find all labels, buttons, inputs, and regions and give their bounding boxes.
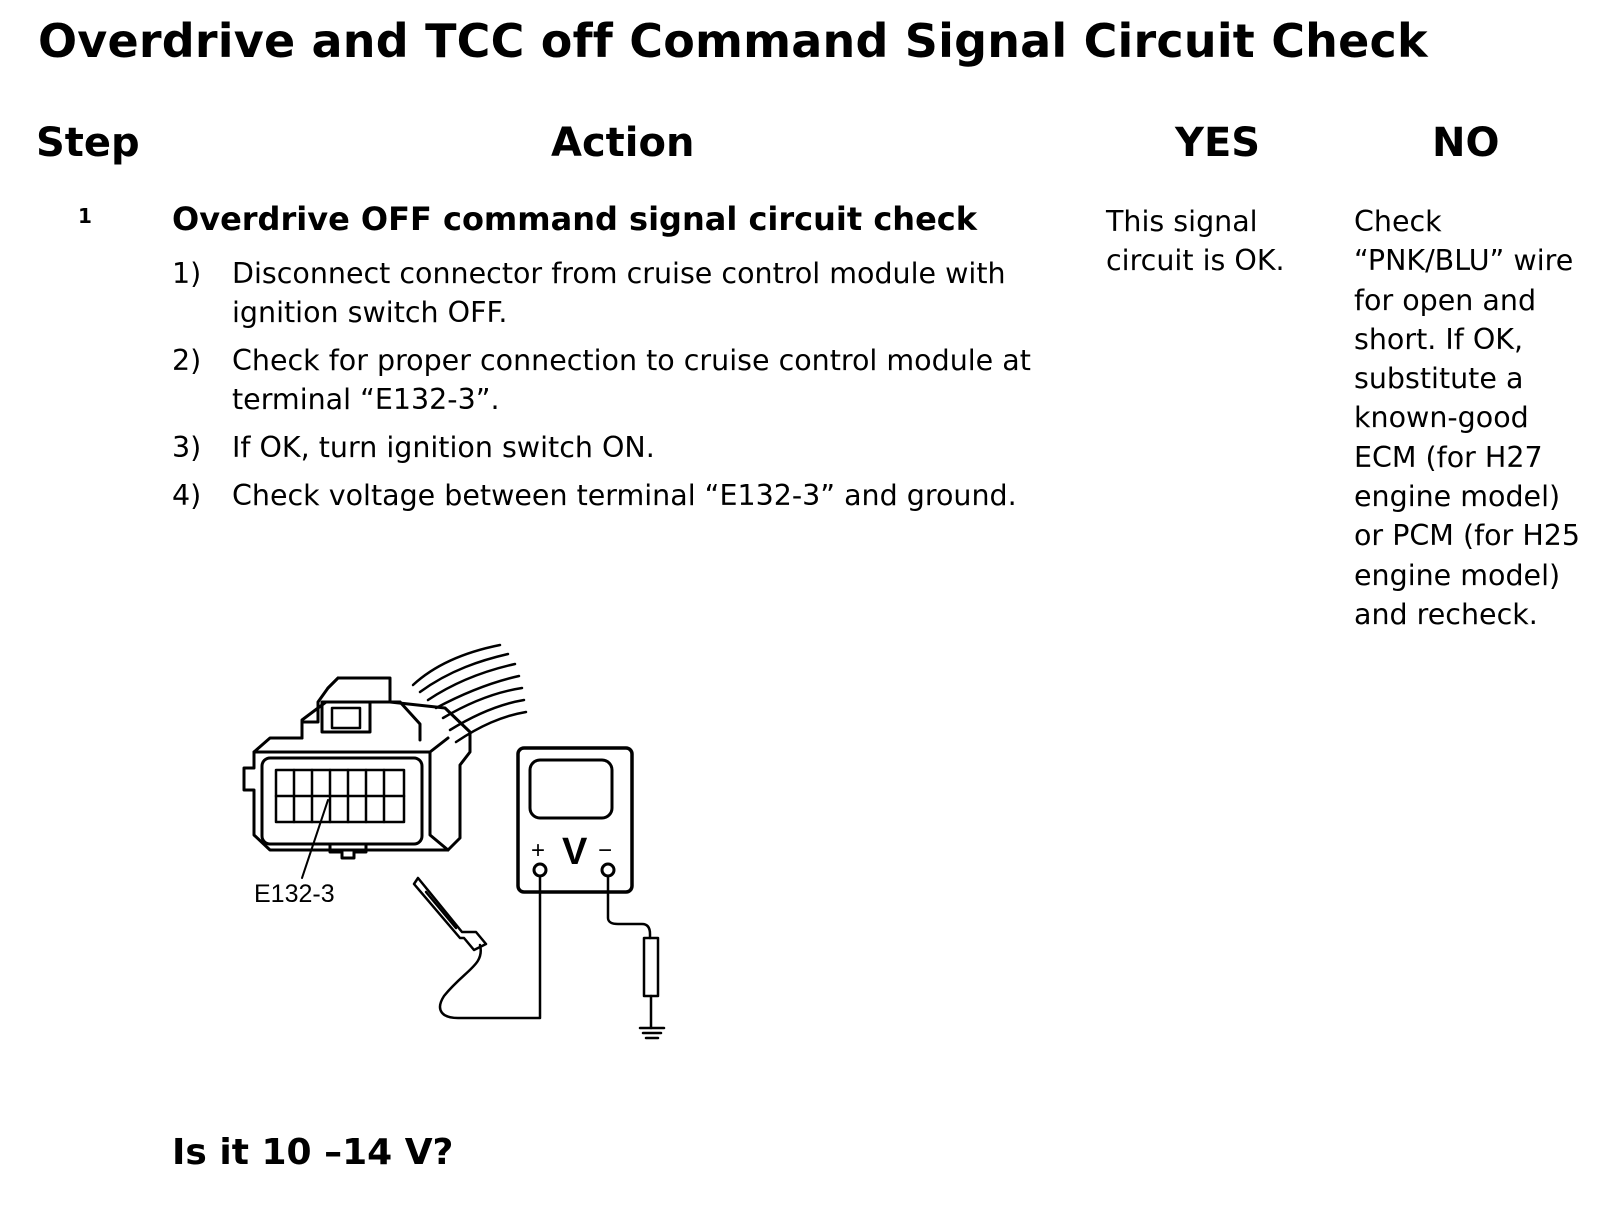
- column-header-step: Step: [36, 120, 140, 166]
- voltage-check-diagram: E132-3 + V −: [242, 643, 666, 1040]
- column-header-action: Action: [551, 120, 695, 166]
- positive-terminal-icon: [532, 862, 548, 878]
- action-title: Overdrive OFF command signal circuit che…: [172, 200, 978, 238]
- instruction-number: 4): [172, 479, 202, 512]
- negative-terminal-icon: [600, 862, 616, 878]
- check-question: Is it 10 –14 V?: [172, 1132, 454, 1173]
- instruction-item: 2) Check for proper connection to cruise…: [172, 341, 1052, 419]
- terminal-leader-line: [301, 799, 329, 879]
- instruction-text: Check for proper connection to cruise co…: [232, 344, 1031, 416]
- instruction-item: 3) If OK, turn ignition switch ON.: [172, 428, 1052, 467]
- instruction-item: 1) Disconnect connector from cruise cont…: [172, 254, 1052, 332]
- page-title: Overdrive and TCC off Command Signal Cir…: [38, 14, 1428, 68]
- step-number: 1: [78, 204, 92, 228]
- negative-probe-icon: [642, 936, 660, 1030]
- ground-icon: [638, 1026, 666, 1040]
- column-header-yes: YES: [1175, 120, 1261, 166]
- meter-plus-label: +: [531, 837, 545, 864]
- column-header-no: NO: [1432, 120, 1500, 166]
- voltmeter: + V −: [516, 746, 634, 894]
- connector-body: [242, 676, 472, 860]
- instruction-text: Check voltage between terminal “E132-3” …: [232, 479, 1017, 512]
- terminal-grid: [274, 768, 406, 824]
- instruction-text: Disconnect connector from cruise control…: [232, 257, 1006, 329]
- instruction-text: If OK, turn ignition switch ON.: [232, 431, 655, 464]
- meter-display: [528, 758, 614, 820]
- instruction-number: 3): [172, 431, 202, 464]
- positive-probe-icon: [412, 876, 488, 952]
- instruction-number: 2): [172, 344, 202, 377]
- positive-lead: [438, 874, 542, 1020]
- no-result: Check “PNK/BLU” wire for open and short.…: [1354, 205, 1581, 631]
- instruction-list: 1) Disconnect connector from cruise cont…: [172, 254, 1052, 524]
- meter-unit-label: V: [562, 831, 588, 873]
- yes-result: This signal circuit is OK.: [1106, 205, 1285, 277]
- meter-minus-label: −: [598, 837, 612, 864]
- terminal-label: E132-3: [254, 880, 335, 908]
- connector-wires: [411, 643, 528, 744]
- instruction-number: 1): [172, 257, 202, 290]
- instruction-item: 4) Check voltage between terminal “E132-…: [172, 476, 1052, 515]
- negative-lead: [606, 874, 652, 940]
